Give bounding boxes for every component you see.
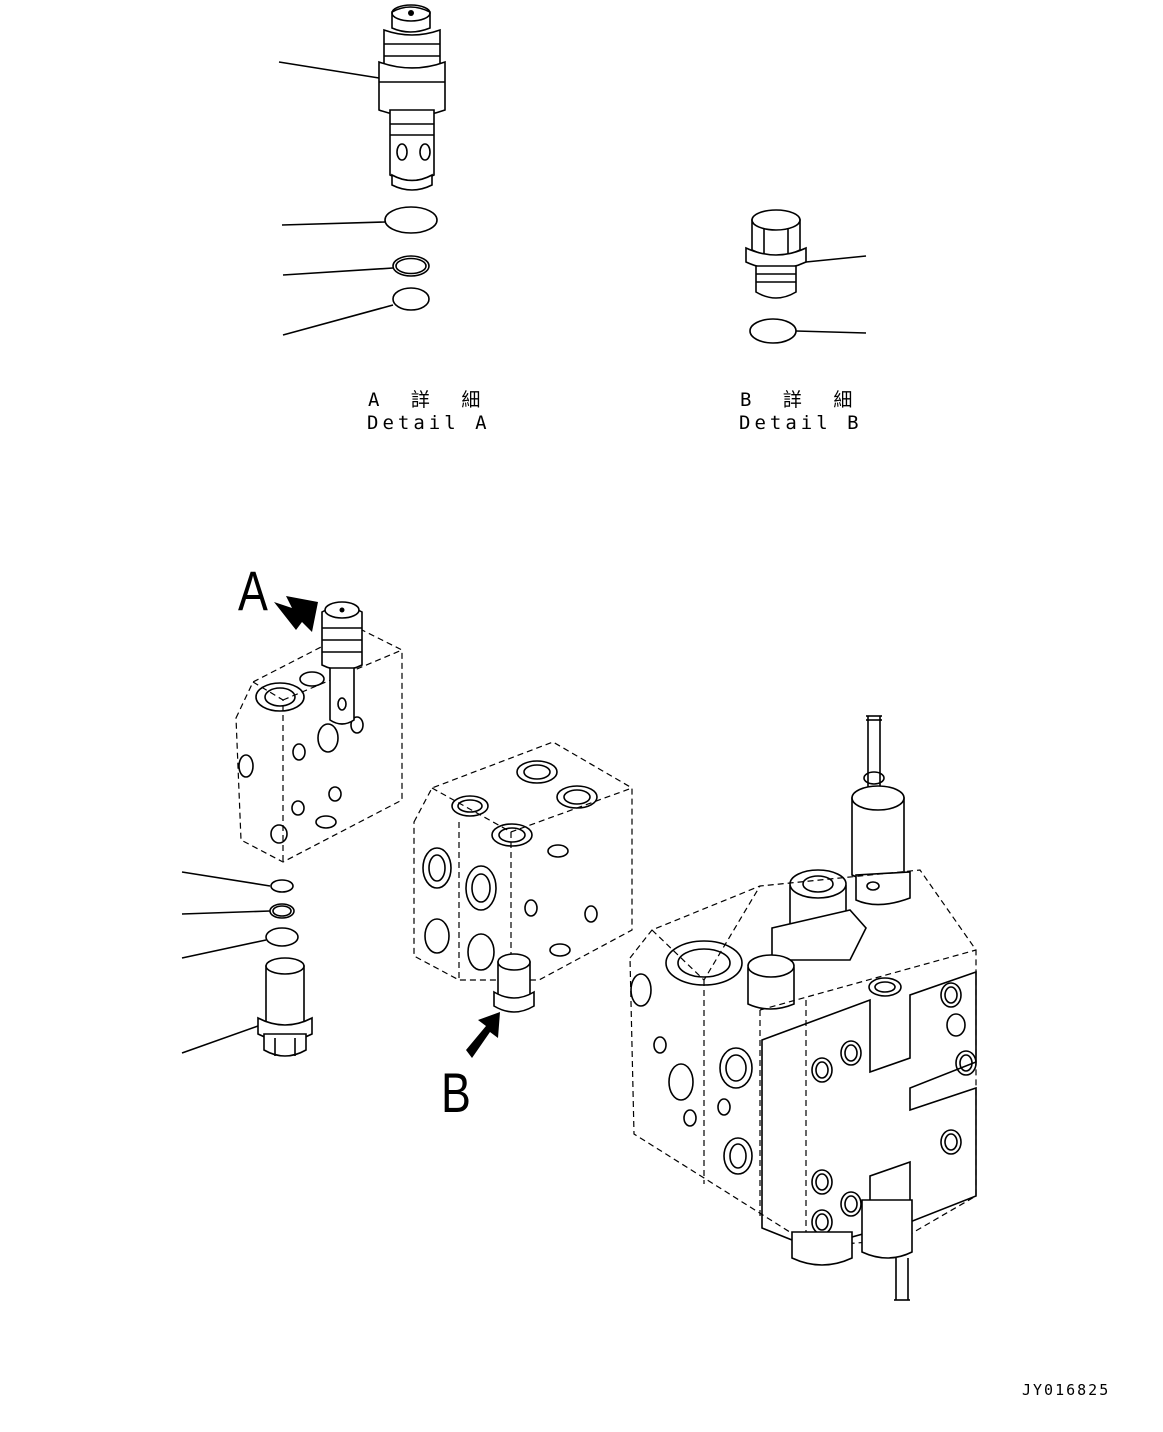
detail-b-title-en: Detail B xyxy=(739,412,863,434)
valve-section-left xyxy=(236,596,402,862)
callout-b: B xyxy=(441,1061,471,1124)
drawing-code: JY016825 xyxy=(1022,1381,1111,1399)
detail-a-cartridge-valve xyxy=(279,5,445,335)
valve-section-middle xyxy=(414,742,632,1058)
small-parts-column xyxy=(182,872,312,1056)
detail-b-plug xyxy=(746,210,866,343)
detail-b-title-jp: B 詳 細 xyxy=(740,389,863,411)
callout-a: A xyxy=(238,559,268,622)
main-valve-assembly xyxy=(630,716,976,1300)
detail-a-title-jp: A 詳 細 xyxy=(368,389,491,411)
detail-a-title-en: Detail A xyxy=(367,412,491,434)
